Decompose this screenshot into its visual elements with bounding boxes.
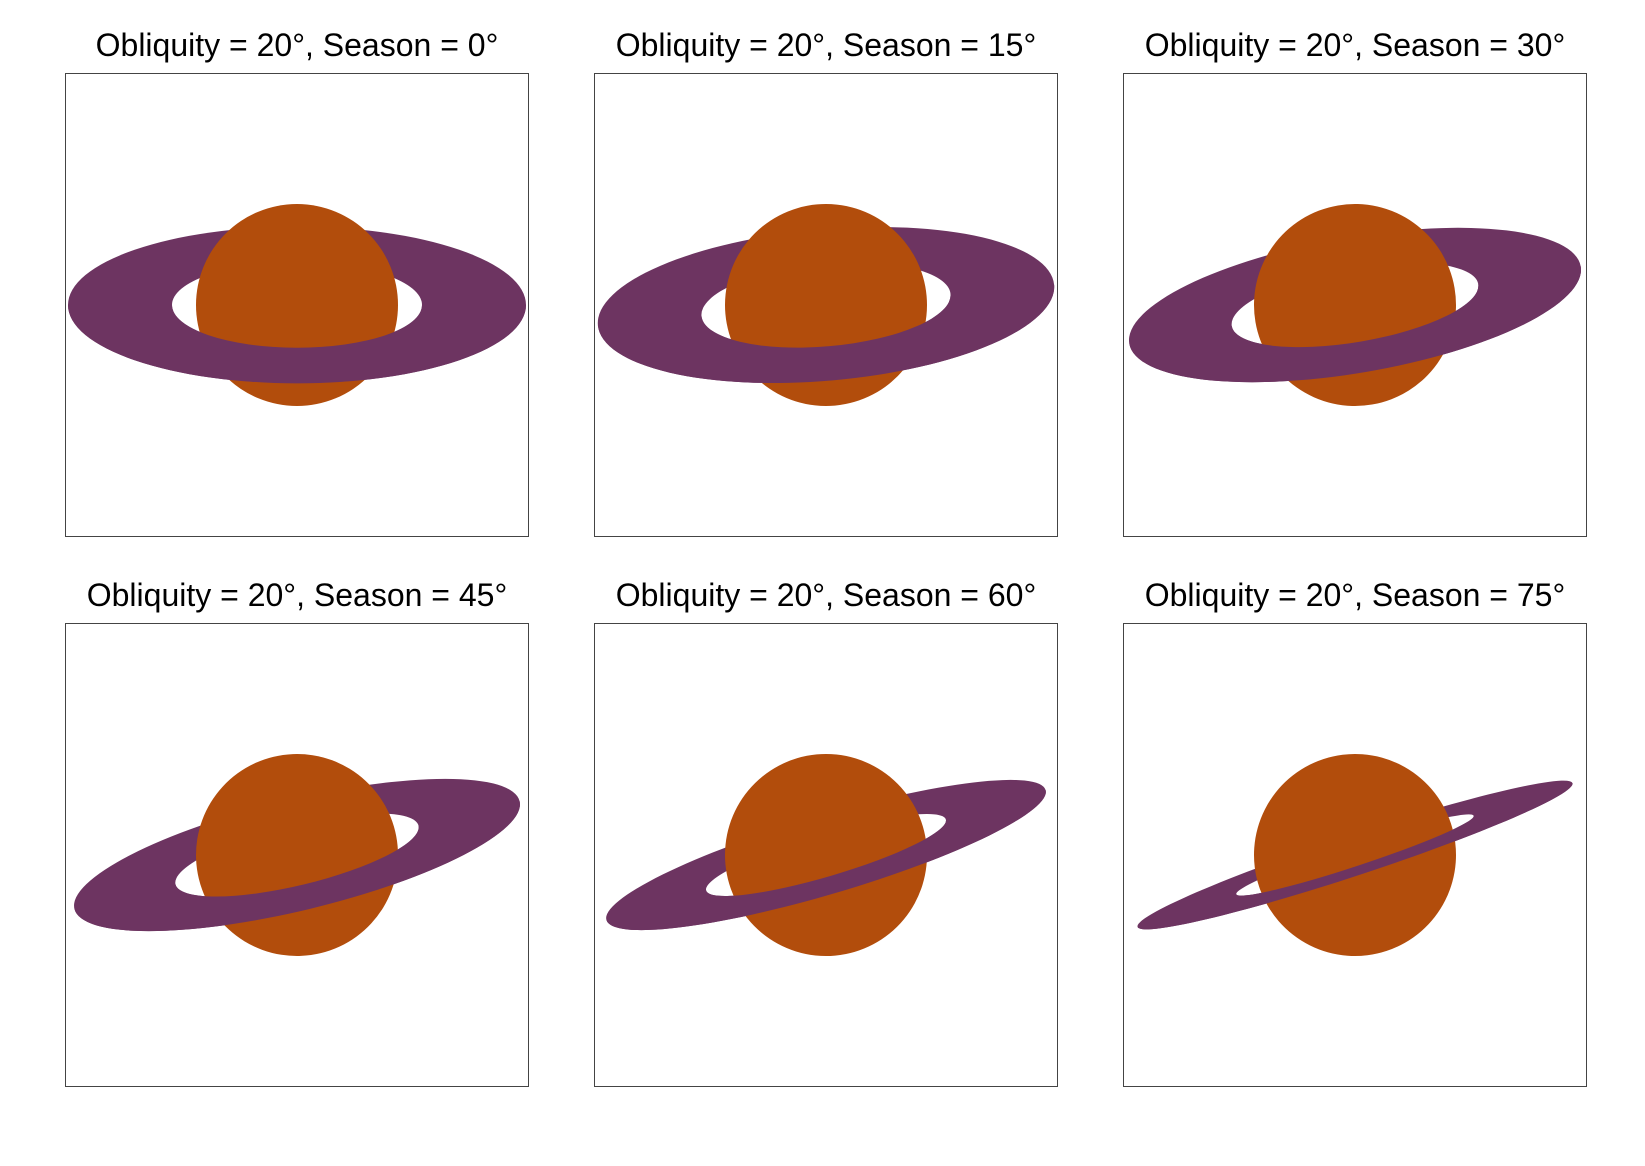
ring-front — [1124, 719, 1586, 1086]
ring-front — [66, 305, 528, 536]
panel-title: Obliquity = 20°, Season = 45° — [86, 577, 508, 613]
saturn-diagram — [1124, 74, 1586, 536]
ring-front — [595, 732, 1057, 1086]
panel-frame — [1123, 623, 1587, 1087]
saturn-diagram — [66, 624, 528, 1086]
saturn-diagram — [595, 74, 1057, 536]
panel-title: Obliquity = 20°, Season = 30° — [1144, 27, 1566, 63]
panel-title: Obliquity = 20°, Season = 0° — [95, 27, 499, 63]
saturn-group — [1124, 624, 1586, 1086]
panel-title: Obliquity = 20°, Season = 75° — [1144, 577, 1566, 613]
saturn-group — [66, 624, 528, 1086]
saturn-group — [595, 624, 1057, 1086]
ring-front — [595, 266, 1057, 536]
saturn-group — [1124, 74, 1586, 536]
saturn-diagram — [1124, 624, 1586, 1086]
saturn-diagram — [595, 624, 1057, 1086]
saturn-diagram — [66, 74, 528, 536]
panel-frame — [1123, 73, 1587, 537]
panel-frame — [594, 623, 1058, 1087]
panel-title: Obliquity = 20°, Season = 15° — [615, 27, 1037, 63]
saturn-group — [66, 74, 528, 536]
saturn-group — [595, 74, 1057, 536]
panel-frame — [65, 73, 529, 537]
panel-frame — [594, 73, 1058, 537]
ring-front — [1124, 232, 1586, 536]
panel-title: Obliquity = 20°, Season = 60° — [615, 577, 1037, 613]
ring-front — [66, 753, 528, 1086]
panel-frame — [65, 623, 529, 1087]
